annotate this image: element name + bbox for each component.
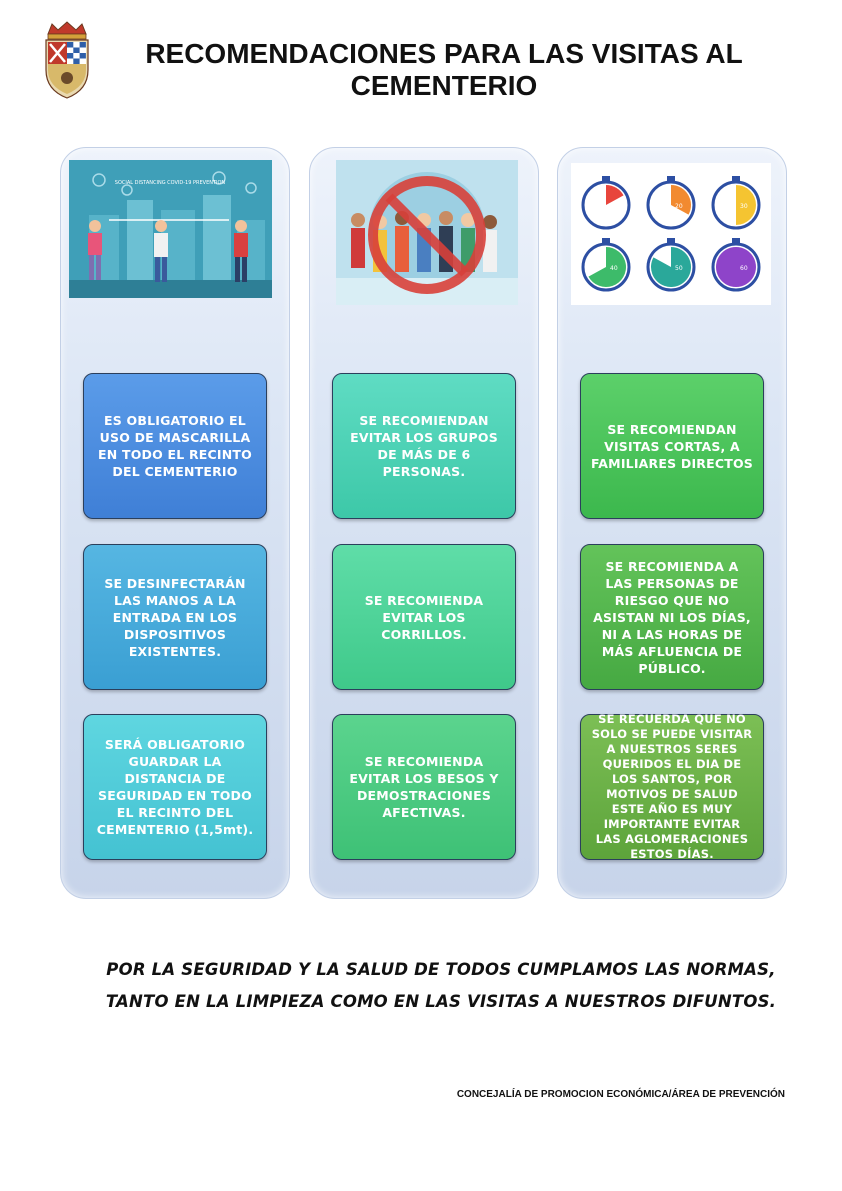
stopwatch-icon: 20 bbox=[646, 176, 696, 230]
stopwatch-label: 20 bbox=[675, 203, 683, 210]
slogan-line-2: TANTO EN LA LIMPIEZA COMO EN LAS VISITAS… bbox=[105, 992, 777, 1011]
short-visits-card: SE RECOMIENDAN VISITAS CORTAS, A FAMILIA… bbox=[580, 373, 764, 519]
avoid-kisses-card: SE RECOMIENDA EVITAR LOS BESOS Y DEMOSTR… bbox=[332, 714, 516, 860]
avoid-crowds-card: SE RECUERDA QUE NO SOLO SE PUEDE VISITAR… bbox=[580, 712, 764, 861]
stopwatch-icon: 30 bbox=[711, 176, 761, 230]
town-coat-of-arms-icon bbox=[42, 20, 92, 100]
stopwatch-icon: 60 bbox=[711, 238, 761, 292]
illustration-caption: SOCIAL DISTANCING COVID-19 PREVENTION bbox=[115, 180, 226, 186]
slogan-line-1: POR LA SEGURIDAD Y LA SALUD DE TODOS CUM… bbox=[106, 960, 776, 979]
recommendations-column-visits: 10 20 30 40 50 60 SE RECOMIENDAN VISITAS CORT… bbox=[557, 147, 787, 899]
stopwatch-icon: 40 bbox=[581, 238, 631, 292]
page-title: RECOMENDACIONES PARA LAS VISITAS AL CEME… bbox=[145, 38, 743, 101]
stopwatch-label: 40 bbox=[610, 265, 618, 272]
recommendations-column-groups: SE RECOMIENDAN EVITAR LOS GRUPOS DE MÁS … bbox=[309, 147, 539, 899]
stopwatch-icon: 50 bbox=[646, 238, 696, 292]
risk-groups-card: SE RECOMIENDA A LAS PERSONAS DE RIESGO Q… bbox=[580, 544, 764, 690]
social-distancing-illustration: SOCIAL DISTANCING COVID-19 PREVENTION bbox=[69, 160, 272, 298]
mask-mandatory-card: ES OBLIGATORIO EL USO DE MASCARILLA EN T… bbox=[83, 373, 267, 519]
stopwatch-label: 50 bbox=[675, 265, 683, 272]
hand-sanitize-card: SE DESINFECTARÁN LAS MANOS A LA ENTRADA … bbox=[83, 544, 267, 690]
stopwatch-icon: 10 bbox=[581, 176, 631, 230]
recommendations-column-hygiene: SOCIAL DISTANCING COVID-19 PREVENTION ES… bbox=[60, 147, 290, 899]
stopwatches-illustration: 10 20 30 40 50 60 bbox=[571, 163, 771, 305]
safety-distance-card: SERÁ OBLIGATORIO GUARDAR LA DISTANCIA DE… bbox=[83, 714, 267, 860]
no-crowds-illustration bbox=[336, 160, 518, 305]
stopwatch-label: 30 bbox=[740, 203, 748, 210]
footer-department: CONCEJALÍA DE PROMOCION ECONÓMICA/ÁREA D… bbox=[456, 1089, 785, 1100]
stopwatch-label: 10 bbox=[610, 203, 618, 210]
stopwatch-label: 60 bbox=[740, 265, 748, 272]
avoid-huddles-card: SE RECOMIENDA EVITAR LOS CORRILLOS. bbox=[332, 544, 516, 690]
avoid-large-groups-card: SE RECOMIENDAN EVITAR LOS GRUPOS DE MÁS … bbox=[332, 373, 516, 519]
